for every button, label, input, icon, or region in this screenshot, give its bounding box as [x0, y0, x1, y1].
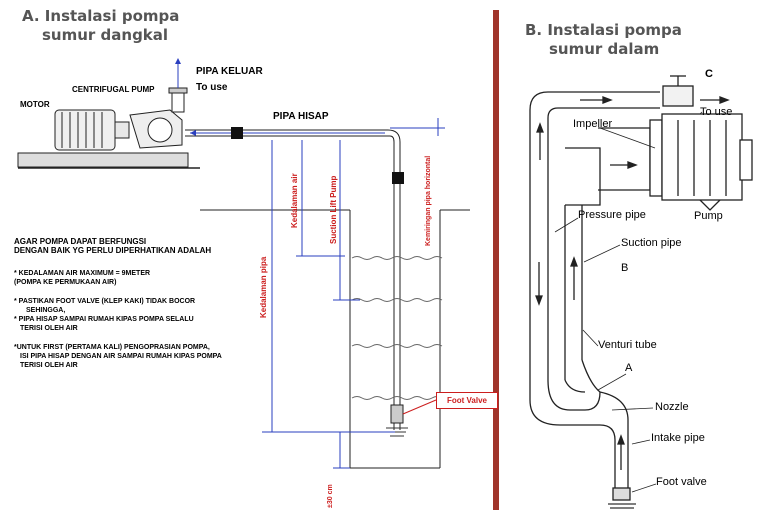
notes-item4-line1: *UNTUK FIRST (PERTAMA KALI) PENGOPRASIAN…	[14, 344, 210, 351]
label-to-use-a: To use	[196, 82, 228, 93]
label-b: B	[621, 262, 629, 274]
label-impeller: Impeller	[573, 118, 613, 130]
label-venturi-tube: Venturi tube	[598, 339, 657, 351]
label-suction-pipe: Suction pipe	[621, 237, 682, 249]
label-nozzle: Nozzle	[655, 401, 689, 413]
label-pressure-pipe: Pressure pipe	[578, 209, 646, 221]
label-intake-pipe: Intake pipe	[651, 432, 705, 444]
deep-well-assembly	[529, 75, 753, 509]
label-motor: MOTOR	[20, 100, 50, 109]
label-foot-valve-a: Foot Valve	[436, 392, 498, 409]
label-a: A	[625, 362, 633, 374]
panel-b-title-line2: sumur dalam	[549, 40, 660, 58]
label-kedalaman-pipa: Kedalaman pipa	[259, 256, 268, 318]
suction-pipe	[185, 127, 408, 437]
notes-item1-line2: (POMPA KE PERMUKAAN AIR)	[14, 279, 117, 286]
label-suction-lift-pump: Suction Lift Pump	[329, 175, 338, 244]
label-pipa-keluar: PIPA KELUAR	[196, 66, 263, 77]
notes-item2-line1: * PASTIKAN FOOT VALVE (KLEP KAKI) TIDAK …	[14, 298, 196, 305]
notes-item4-line3: TERISI OLEH AIR	[20, 362, 78, 369]
notes-item4-line2: ISI PIPA HISAP DENGAN AIR SAMPAI RUMAH K…	[20, 353, 222, 360]
label-c: C	[705, 68, 713, 80]
leader-lines-b	[554, 111, 703, 493]
panel-b-title-line1: B. Instalasi pompa	[525, 21, 682, 39]
panel-divider	[493, 10, 499, 510]
notes-item1-line1: * KEDALAMAN AIR MAXIMUM = 9METER	[14, 270, 151, 277]
notes-item3-line1: * PIPA HISAP SAMPAI RUMAH KIPAS POMPA SE…	[14, 316, 194, 323]
label-kemiringan-pipa-horizontal: Kemiringan pipa horizontal	[425, 155, 432, 246]
notes-heading-line2: DENGAN BAIK YG PERLU DIPERHATIKAN ADALAH	[14, 246, 212, 255]
panel-a-title-line2: sumur dangkal	[42, 26, 169, 44]
label-pipa-hisap: PIPA HISAP	[273, 111, 329, 122]
notes-item2-line2: SEHINGGA,	[26, 307, 66, 314]
notes-heading-line1: AGAR POMPA DAPAT BERFUNGSI	[14, 237, 147, 246]
label-pump: Pump	[694, 210, 723, 222]
dimension-lines	[262, 118, 445, 469]
label-to-use-b: To use	[700, 106, 733, 118]
well-shaft	[200, 209, 470, 469]
panel-a-title-line1: A. Instalasi pompa	[22, 7, 180, 25]
pump-assembly	[17, 58, 200, 169]
label-centrifugal-pump: CENTRIFUGAL PUMP	[72, 85, 155, 94]
installation-notes: AGAR POMPA DAPAT BERFUNGSI DENGAN BAIK Y…	[14, 237, 222, 370]
label-depth-30cm: ±30 cm	[327, 484, 334, 508]
notes-item3-line2: TERISI OLEH AIR	[20, 325, 78, 332]
label-foot-valve-b: Foot valve	[656, 476, 707, 488]
label-kedalaman-air: Kedalaman air	[290, 173, 299, 228]
